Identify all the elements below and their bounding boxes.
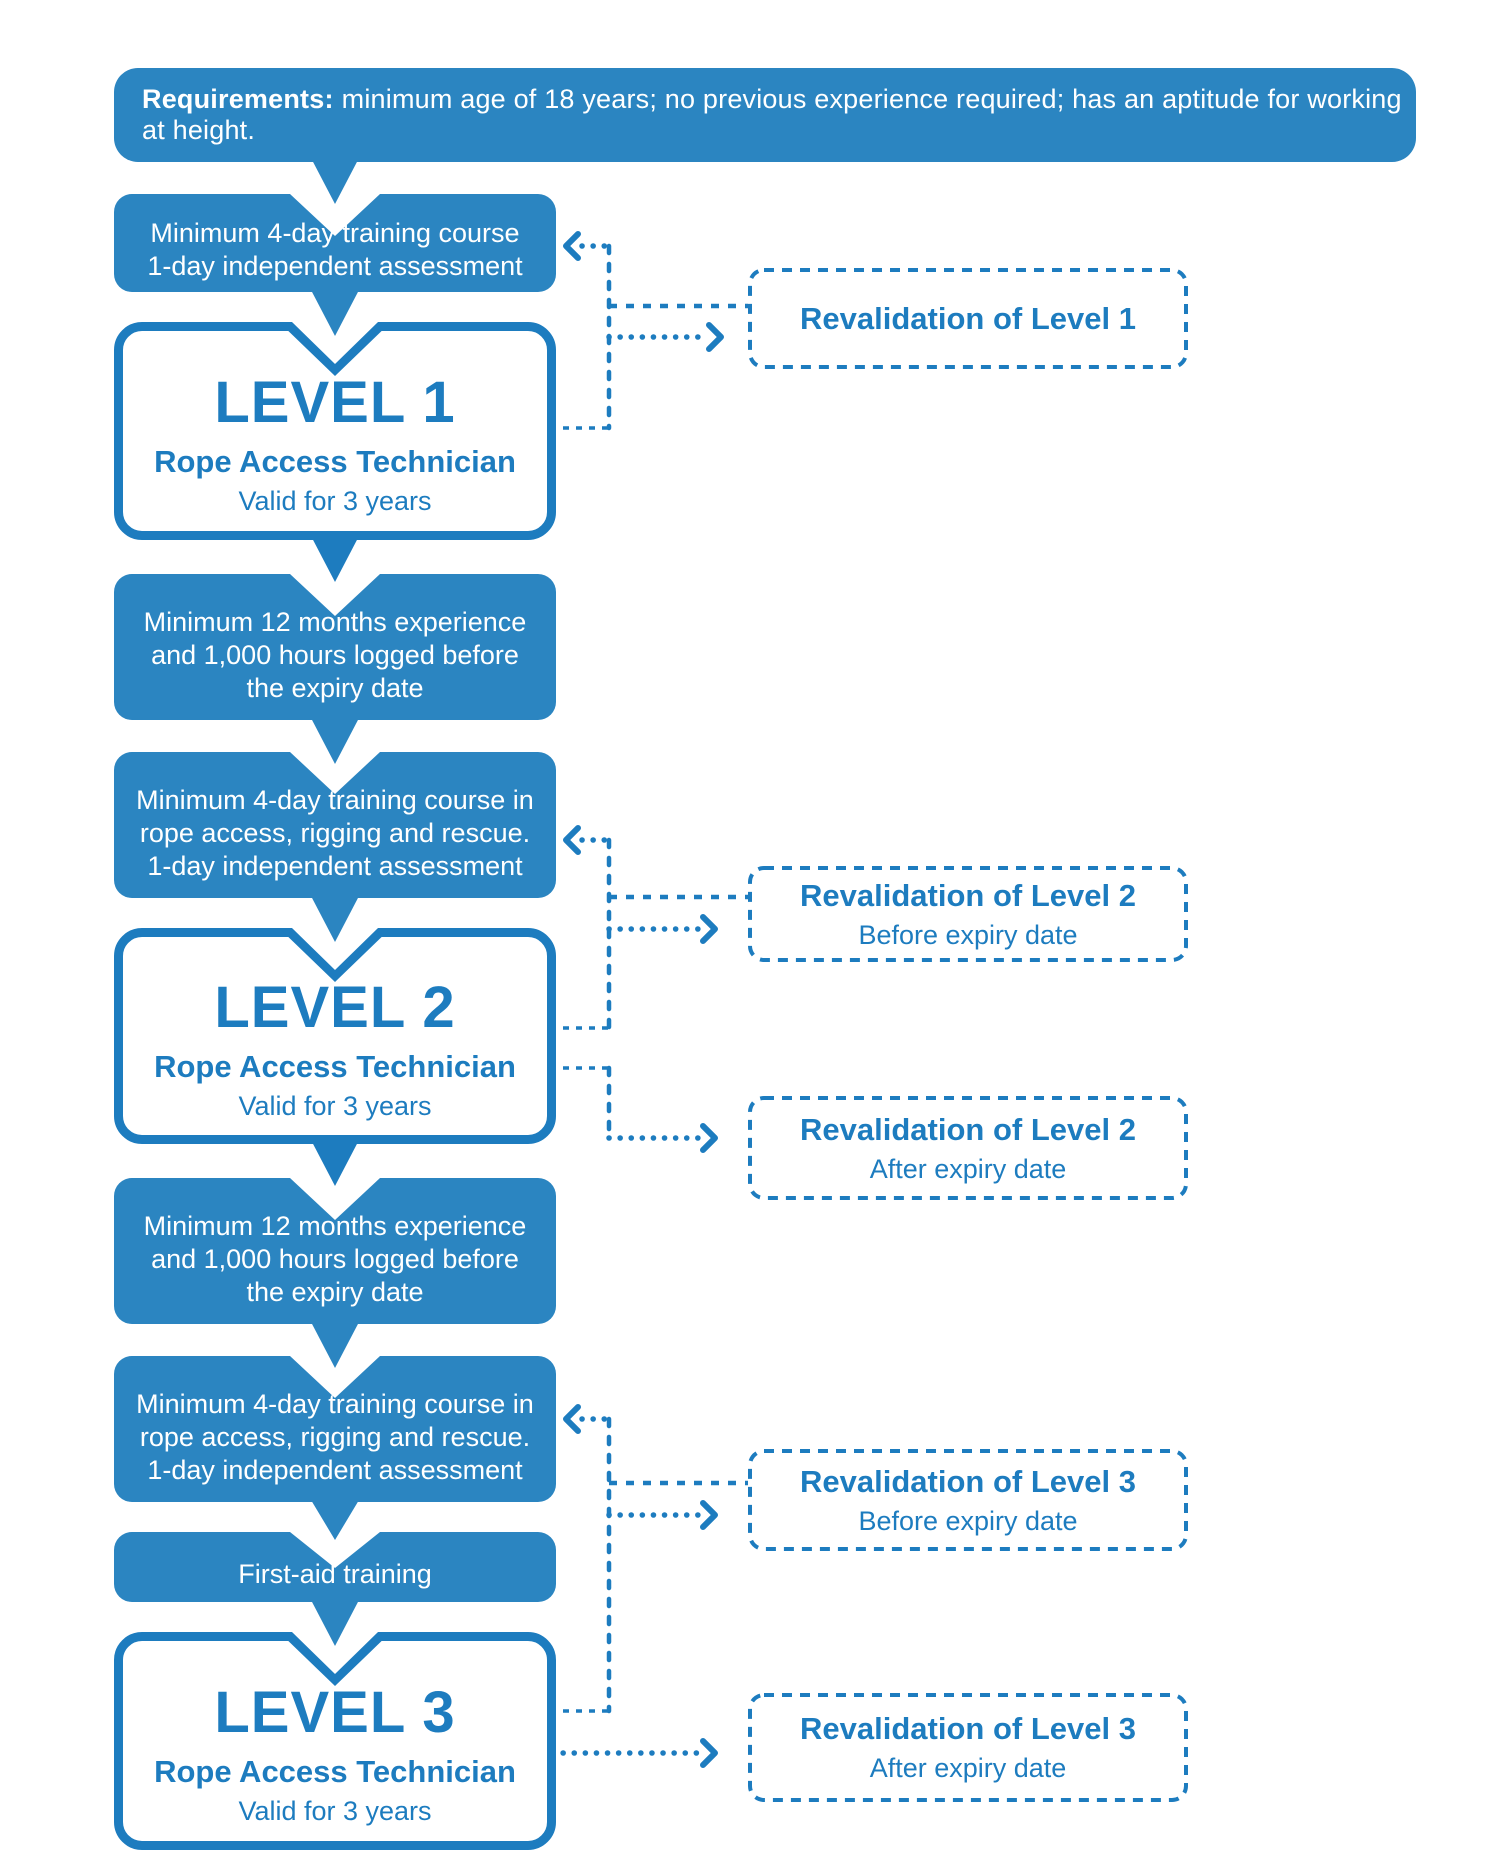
step-line: the expiry date bbox=[246, 1276, 424, 1307]
arrow-right-into-revalidation-l2-after-icon bbox=[700, 1123, 718, 1153]
step-line: 1-day independent assessment bbox=[147, 251, 523, 281]
level1-subtitle: Rope Access Technician bbox=[154, 444, 516, 479]
revalidation-l2-before-box: Revalidation of Level 2 Before expiry da… bbox=[750, 868, 1186, 960]
revalidation-l2-after-title: Revalidation of Level 2 bbox=[800, 1111, 1136, 1147]
step-line: rope access, rigging and rescue. bbox=[139, 817, 531, 848]
connector-lines bbox=[549, 231, 748, 1768]
revalidation-l3-before-subtitle: Before expiry date bbox=[858, 1505, 1078, 1536]
flow-tail bbox=[311, 896, 359, 942]
revalidation-l3-before-title: Revalidation of Level 3 bbox=[800, 1463, 1136, 1499]
revalidation-l2-after-border bbox=[748, 1096, 1188, 1200]
requirements-body: minimum age of 18 years; no previous exp… bbox=[142, 84, 1402, 145]
arrow-left-into-training-l3-icon bbox=[563, 1404, 581, 1434]
requirements-text: Requirements:minimum age of 18 years; no… bbox=[142, 84, 1416, 146]
level2-subtitle: Rope Access Technician bbox=[154, 1049, 516, 1084]
level3-subtitle: Rope Access Technician bbox=[154, 1754, 516, 1789]
flow-tail bbox=[311, 1500, 359, 1540]
step-line: 1-day independent assessment bbox=[147, 850, 523, 881]
revalidation-l3-after-title: Revalidation of Level 3 bbox=[800, 1711, 1136, 1746]
step-line: rope access, rigging and rescue. bbox=[139, 1421, 531, 1452]
flow-tail bbox=[311, 290, 359, 336]
revalidation-l3-after-box: Revalidation of Level 3 After expiry dat… bbox=[750, 1695, 1186, 1800]
level1-title: LEVEL 1 bbox=[214, 370, 456, 435]
flow-tail bbox=[311, 1600, 359, 1646]
flow-tail bbox=[311, 718, 359, 764]
arrow-right-into-revalidation-l3-before-icon bbox=[700, 1500, 718, 1530]
arrow-right-into-revalidation-l1-icon bbox=[706, 322, 724, 352]
level3-title: LEVEL 3 bbox=[214, 1680, 456, 1745]
step-line: 1-day independent assessment bbox=[147, 1454, 523, 1485]
flow-tail bbox=[311, 536, 359, 582]
arrow-right-into-revalidation-l3-after-icon bbox=[700, 1738, 718, 1768]
flow-tail bbox=[311, 158, 359, 204]
revalidation-l2-after-box: Revalidation of Level 2 After expiry dat… bbox=[750, 1098, 1186, 1198]
step-line: the expiry date bbox=[246, 672, 424, 703]
revalidation-l3-after-subtitle: After expiry date bbox=[869, 1753, 1067, 1783]
revalidation-l1-border bbox=[748, 268, 1188, 369]
arrow-left-into-training-l1-icon bbox=[563, 231, 581, 261]
revalidation-l2-before-title: Revalidation of Level 2 bbox=[800, 877, 1136, 913]
requirements-banner: Requirements:minimum age of 18 years; no… bbox=[114, 68, 1416, 162]
revalidation-l1-box: Revalidation of Level 1 bbox=[750, 270, 1186, 367]
arrow-right-into-revalidation-l2-before-icon bbox=[700, 914, 718, 944]
revalidation-l2-after-subtitle: After expiry date bbox=[869, 1153, 1067, 1184]
requirements-label: Requirements: bbox=[142, 84, 334, 114]
arrow-left-into-training-l2-icon bbox=[563, 825, 581, 855]
flow-tail bbox=[311, 1140, 359, 1186]
revalidation-l1-title: Revalidation of Level 1 bbox=[800, 300, 1136, 336]
revalidation-borders bbox=[748, 268, 1188, 1802]
step-line: and 1,000 hours logged before bbox=[151, 1243, 519, 1274]
step-line: and 1,000 hours logged before bbox=[151, 639, 519, 670]
level2-title: LEVEL 2 bbox=[214, 975, 456, 1040]
revalidation-l3-after-border bbox=[748, 1693, 1188, 1802]
flow-tail bbox=[311, 1322, 359, 1368]
level3-validity: Valid for 3 years bbox=[238, 1796, 432, 1826]
revalidation-l2-before-subtitle: Before expiry date bbox=[858, 919, 1078, 950]
revalidation-l3-before-border bbox=[748, 1449, 1188, 1551]
revalidation-l2-before-border bbox=[748, 866, 1188, 962]
revalidation-l3-before-box: Revalidation of Level 3 Before expiry da… bbox=[750, 1451, 1186, 1549]
level2-validity: Valid for 3 years bbox=[238, 1091, 432, 1121]
level1-validity: Valid for 3 years bbox=[238, 486, 432, 516]
